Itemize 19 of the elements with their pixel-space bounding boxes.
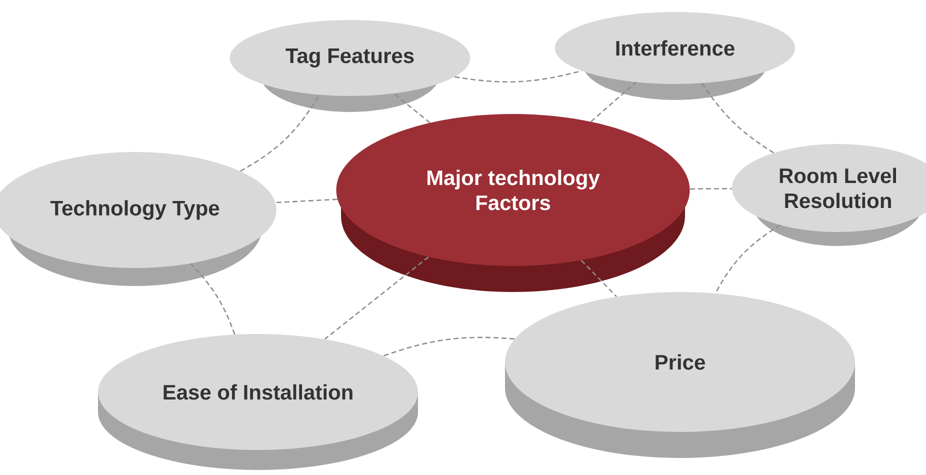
connector-line	[275, 198, 338, 204]
connector-line	[324, 256, 429, 340]
connector-line	[240, 94, 320, 172]
connector-line	[690, 188, 732, 190]
connector-line	[590, 82, 636, 122]
connector-line	[394, 93, 430, 124]
connector-line	[454, 70, 582, 83]
factor-disk: Ease of Installation	[98, 334, 418, 470]
connector-line	[190, 263, 236, 335]
factor-disk: Tag Features	[230, 20, 470, 112]
factor-disk: Price	[505, 292, 855, 458]
center-disk: Major technology Factors	[336, 114, 690, 292]
factor-disk: Room Level Resolution	[732, 144, 926, 246]
connector-line	[383, 336, 515, 356]
factor-disk: Interference	[554, 12, 796, 100]
connector-line	[701, 82, 774, 154]
connector-line	[580, 260, 617, 298]
factor-disk: Technology Type	[0, 152, 276, 286]
connector-line	[714, 224, 781, 294]
